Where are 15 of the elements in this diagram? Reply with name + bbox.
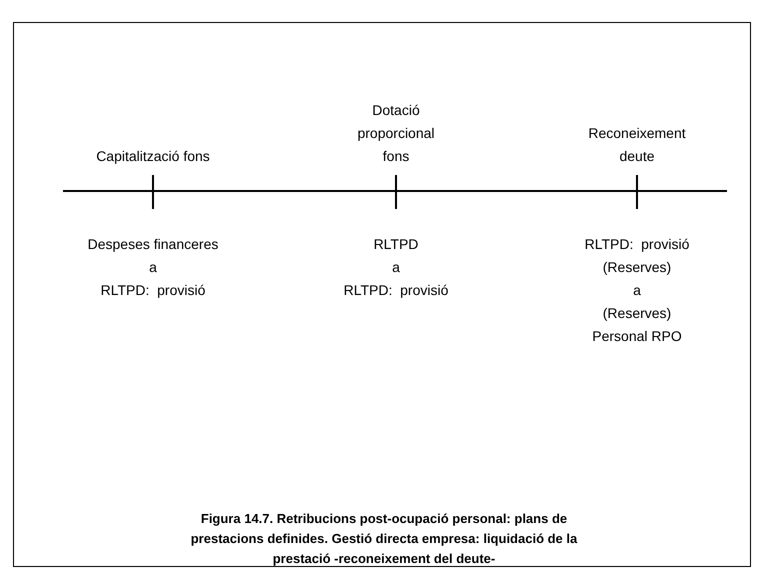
- entry-text: (Reserves): [602, 258, 672, 277]
- entry-text: (Reserves): [602, 304, 672, 323]
- entry-text: a: [391, 258, 401, 277]
- entry-text: RLTPD: provisió: [342, 281, 450, 300]
- timeline-heading: Dotació proporcional fons: [356, 101, 436, 166]
- entry-text: a: [632, 281, 642, 300]
- timeline-heading: Capitalització fons: [96, 147, 210, 166]
- entry-text: Personal RPO: [591, 327, 683, 346]
- entry-text: RLTPD: [372, 235, 420, 254]
- entry-text: RLTPD: provisió: [100, 281, 206, 300]
- timeline-heading: Reconeixement deute: [587, 124, 687, 166]
- entry-text: a: [148, 258, 158, 277]
- entry-text: RLTPD: provisió: [584, 235, 690, 254]
- entry-text: Despeses financeres: [86, 235, 220, 254]
- figure-caption: Figura 14.7. Retribucions post-ocupació personal: plans de prestacions definides. Gestió directa empresa: liquidació de la prestació -reconeixement del deute-: [190, 510, 578, 568]
